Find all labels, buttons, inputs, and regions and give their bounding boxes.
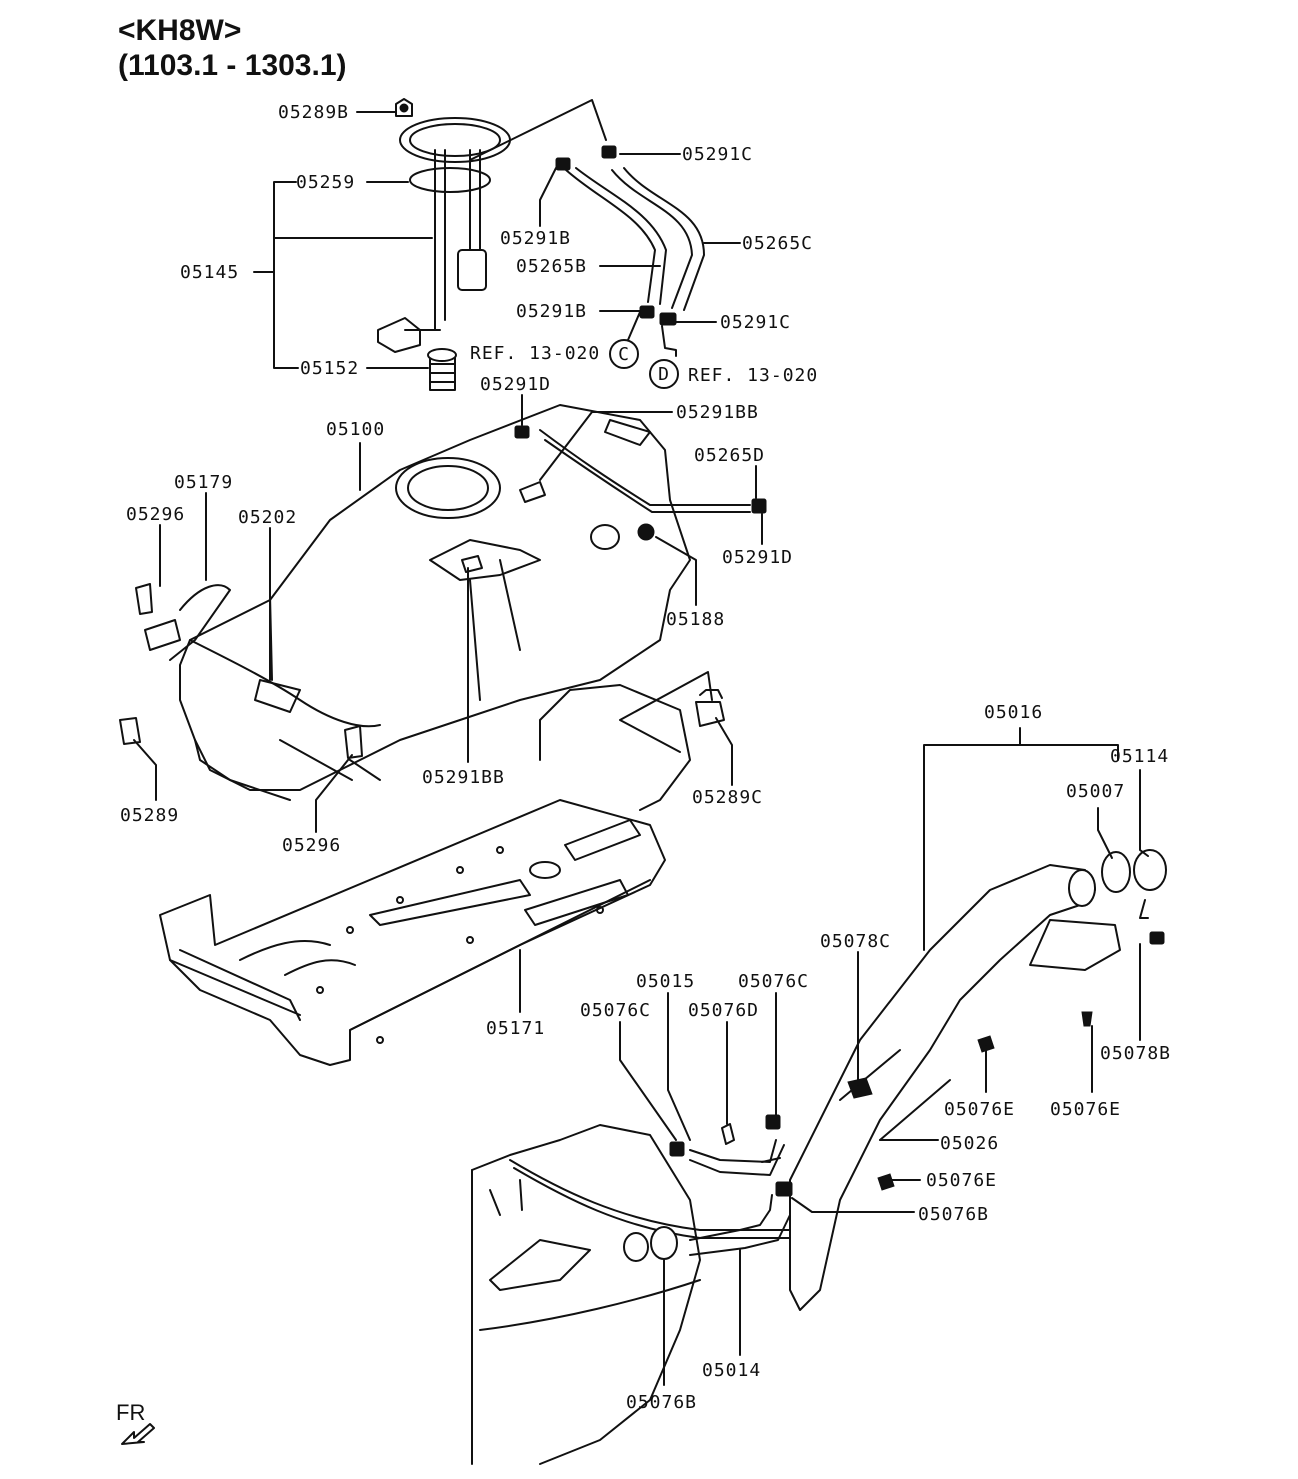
part-label: 05007 (1066, 781, 1125, 802)
part-label: 05078B (1100, 1043, 1171, 1064)
fuel-tank-drawing (179, 404, 767, 801)
part-labels: 05289B 05259 05145 05152 05291C 05291B 0… (120, 102, 1171, 1413)
tank-strap-drawing (119, 583, 363, 759)
part-label: 05076E (944, 1099, 1015, 1120)
part-label: 05076B (626, 1392, 697, 1413)
part-label: 05076C (738, 971, 809, 992)
part-label: 05026 (940, 1133, 999, 1154)
part-label: 05076E (1050, 1099, 1121, 1120)
part-label: 05265B (516, 256, 587, 277)
part-label: 05259 (296, 172, 355, 193)
part-label: 05152 (300, 358, 359, 379)
part-label: 05291B (516, 301, 587, 322)
underbody-drawing (471, 1124, 791, 1465)
part-label: 05076E (926, 1170, 997, 1191)
fuel-hoses-drawing (623, 1114, 793, 1262)
leader-lines (133, 99, 1149, 1386)
model-code: <KH8W> (118, 14, 241, 47)
part-label: 05179 (174, 472, 233, 493)
part-label: 05202 (238, 507, 297, 528)
part-label: 05296 (126, 504, 185, 525)
part-label: 05289B (278, 102, 349, 123)
fuel-pump-assembly-drawing (377, 98, 511, 391)
part-label: 05016 (984, 702, 1043, 723)
part-label: 05171 (486, 1018, 545, 1039)
reference-letter-c: C (618, 344, 630, 365)
part-label: 05291C (682, 144, 753, 165)
part-label: 05188 (666, 609, 725, 630)
part-label: 05114 (1110, 746, 1169, 767)
part-label: 05291BB (676, 402, 759, 423)
front-label: FR (116, 1400, 145, 1425)
part-label: 05014 (702, 1360, 761, 1381)
part-label: 05076C (580, 1000, 651, 1021)
front-arrow-icon (121, 1423, 155, 1445)
part-label: 05078C (820, 931, 891, 952)
part-label: 05291BB (422, 767, 505, 788)
part-label: 05015 (636, 971, 695, 992)
part-label: 05265D (694, 445, 765, 466)
part-label: 05291D (480, 374, 551, 395)
skid-plate-drawing (159, 684, 725, 1066)
part-label: 05076B (918, 1204, 989, 1225)
part-label: 05291B (500, 228, 571, 249)
part-label: 05289 (120, 805, 179, 826)
vent-hoses-drawing (555, 145, 705, 326)
date-range: (1103.1 - 1303.1) (118, 49, 347, 82)
reference-letter-d: D (658, 364, 670, 385)
part-label: 05291D (722, 547, 793, 568)
reference-label: REF. 13-020 (688, 365, 818, 386)
part-label: 05289C (692, 787, 763, 808)
reference-label: REF. 13-020 (470, 343, 600, 364)
part-label: 05076D (688, 1000, 759, 1021)
part-label: 05291C (720, 312, 791, 333)
part-label: 05296 (282, 835, 341, 856)
part-label: 05100 (326, 419, 385, 440)
reference-circle-c (609, 339, 639, 369)
part-label: 05145 (180, 262, 239, 283)
reference-circle-d (649, 359, 679, 389)
part-label: 05265C (742, 233, 813, 254)
filler-neck-drawing (789, 849, 1167, 1311)
